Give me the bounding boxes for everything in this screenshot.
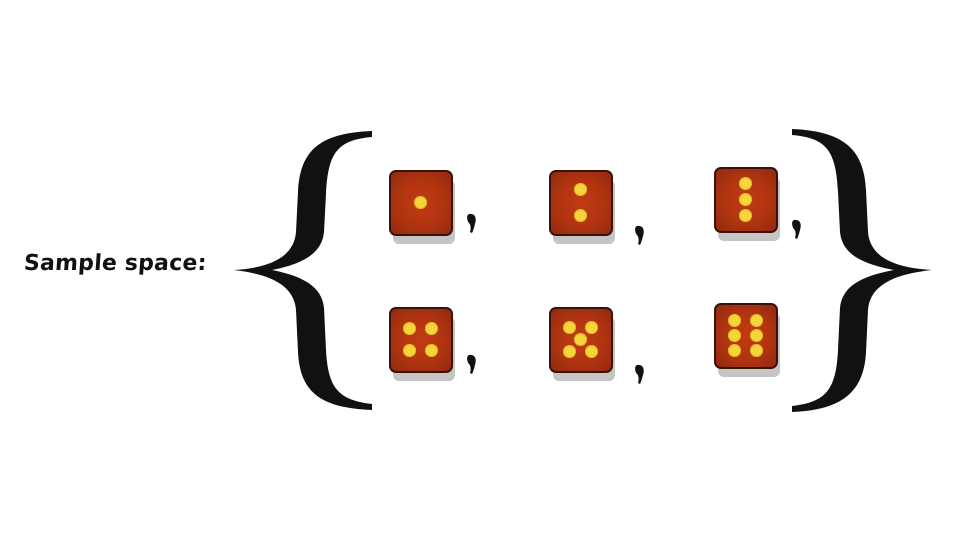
- pip: [749, 344, 763, 358]
- comma-separator: [635, 364, 644, 384]
- pip: [728, 313, 742, 327]
- pip: [403, 343, 417, 357]
- pip: [563, 320, 577, 334]
- pip: [574, 209, 587, 223]
- die-six: [714, 303, 778, 369]
- pip: [574, 182, 587, 196]
- die-two: [549, 170, 613, 236]
- die-four: [389, 307, 453, 373]
- die-five: [549, 307, 613, 373]
- pip: [728, 344, 742, 358]
- comma-separator: [467, 354, 476, 374]
- pip: [424, 322, 438, 336]
- pip: [403, 322, 417, 336]
- pip: [414, 196, 427, 209]
- pip: [584, 320, 598, 334]
- die-three: [714, 167, 778, 233]
- right-brace: [792, 129, 932, 412]
- pip: [749, 313, 763, 327]
- comma-separator: [467, 213, 476, 233]
- left-brace: [234, 131, 372, 410]
- pip: [574, 333, 587, 346]
- pip: [739, 177, 752, 191]
- pip: [739, 193, 752, 206]
- pip: [424, 343, 438, 357]
- pip: [563, 345, 577, 359]
- die-one: [389, 170, 453, 236]
- pip: [728, 329, 742, 342]
- comma-separator: [635, 225, 644, 245]
- pip: [584, 345, 598, 359]
- pip: [739, 208, 752, 222]
- comma-separator: [792, 219, 801, 239]
- pip: [749, 329, 763, 342]
